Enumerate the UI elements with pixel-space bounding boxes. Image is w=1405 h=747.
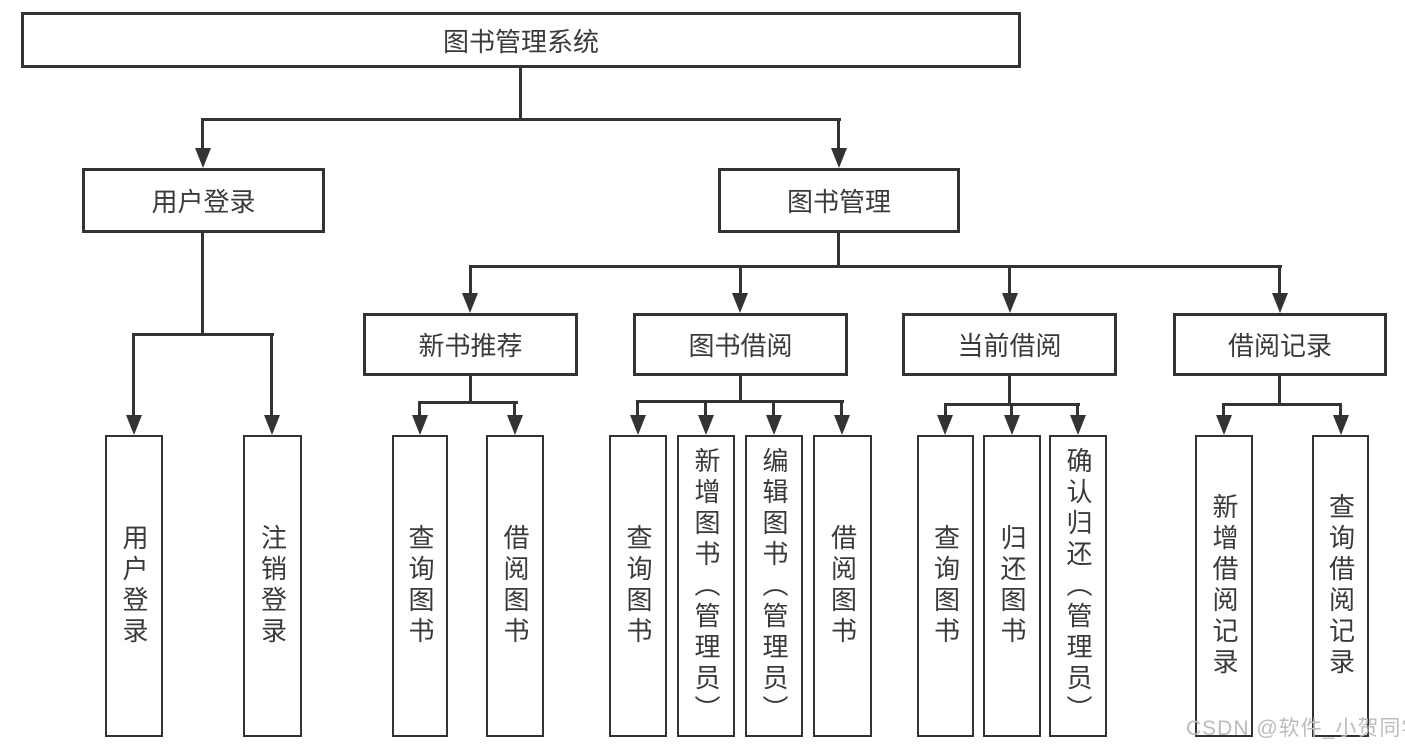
leaf-confirm-return-admin: 确认归还（管理员） bbox=[1049, 435, 1107, 737]
node-current-borrowing: 当前借阅 bbox=[902, 313, 1117, 376]
arrow-down-icon bbox=[462, 293, 478, 313]
node-book-management: 图书管理 bbox=[718, 168, 960, 233]
connector-line bbox=[1008, 265, 1011, 293]
leaf-label: 编辑图书（管理员） bbox=[759, 446, 789, 726]
arrow-down-icon bbox=[1216, 415, 1232, 435]
connector-line bbox=[201, 118, 204, 150]
node-library-system: 图书管理系统 bbox=[21, 12, 1021, 68]
connector-line bbox=[636, 400, 844, 403]
leaf-label: 新增图书（管理员） bbox=[691, 446, 721, 726]
connector-line bbox=[419, 401, 518, 404]
leaf-query-books-recommend: 查询图书 bbox=[392, 435, 448, 737]
arrow-down-icon bbox=[1333, 415, 1349, 435]
arrow-down-icon bbox=[834, 415, 850, 435]
leaf-query-books-borrowing: 查询图书 bbox=[609, 435, 667, 737]
leaf-label: 借阅图书 bbox=[827, 524, 858, 648]
leaf-edit-books-admin: 编辑图书（管理员） bbox=[745, 435, 803, 737]
connector-line bbox=[270, 333, 273, 415]
leaf-label: 注销登录 bbox=[257, 524, 288, 648]
connector-line bbox=[704, 400, 707, 415]
connector-line bbox=[739, 376, 742, 403]
leaf-user-login: 用户登录 bbox=[105, 435, 163, 737]
leaf-borrow-books: 借阅图书 bbox=[813, 435, 872, 737]
connector-line bbox=[837, 233, 840, 268]
connector-line bbox=[513, 401, 516, 415]
connector-line bbox=[1222, 403, 1225, 415]
leaf-query-borrow-record: 查询借阅记录 bbox=[1312, 435, 1369, 737]
arrow-down-icon bbox=[264, 415, 280, 435]
leaf-label: 查询图书 bbox=[623, 524, 653, 648]
leaf-label: 用户登录 bbox=[119, 524, 149, 648]
connector-line bbox=[837, 118, 840, 150]
arrow-down-icon bbox=[195, 148, 211, 168]
leaf-label: 确认归还（管理员） bbox=[1063, 446, 1093, 726]
connector-line bbox=[840, 400, 843, 415]
connector-line bbox=[418, 401, 421, 415]
connector-line bbox=[1010, 403, 1013, 415]
connector-line bbox=[469, 265, 1282, 268]
connector-line bbox=[133, 333, 274, 336]
arrow-down-icon bbox=[732, 293, 748, 313]
arrow-down-icon bbox=[507, 415, 523, 435]
connector-line bbox=[944, 403, 947, 415]
connector-line bbox=[519, 68, 522, 121]
leaf-label: 查询借阅记录 bbox=[1325, 493, 1356, 679]
arrow-down-icon bbox=[412, 415, 428, 435]
leaf-borrow-books-recommend: 借阅图书 bbox=[486, 435, 544, 737]
connector-line bbox=[1339, 403, 1342, 415]
node-book-borrowing: 图书借阅 bbox=[633, 313, 848, 376]
node-borrowing-records: 借阅记录 bbox=[1173, 313, 1387, 376]
arrow-down-icon bbox=[698, 415, 714, 435]
arrow-down-icon bbox=[1002, 293, 1018, 313]
leaf-query-books-current: 查询图书 bbox=[917, 435, 974, 737]
connector-line bbox=[469, 265, 472, 293]
arrow-down-icon bbox=[1004, 415, 1020, 435]
leaf-label: 归还图书 bbox=[997, 524, 1027, 648]
connector-line bbox=[1223, 403, 1342, 406]
arrow-down-icon bbox=[630, 415, 646, 435]
arrow-down-icon bbox=[126, 415, 142, 435]
leaf-add-borrow-record: 新增借阅记录 bbox=[1195, 435, 1253, 737]
connector-line bbox=[201, 118, 841, 121]
connector-line bbox=[201, 233, 204, 336]
connector-line bbox=[772, 400, 775, 415]
arrow-down-icon bbox=[831, 148, 847, 168]
arrow-down-icon bbox=[937, 415, 953, 435]
connector-line bbox=[1008, 376, 1011, 406]
connector-line bbox=[132, 333, 135, 415]
leaf-label: 借阅图书 bbox=[500, 524, 530, 648]
connector-line bbox=[1076, 403, 1079, 415]
connector-line bbox=[739, 265, 742, 293]
arrow-down-icon bbox=[1272, 293, 1288, 313]
arrow-down-icon bbox=[766, 415, 782, 435]
leaf-logout-login: 注销登录 bbox=[243, 435, 302, 737]
csdn-watermark: CSDN @软件_小贺同学 bbox=[1186, 717, 1405, 740]
leaf-add-books-admin: 新增图书（管理员） bbox=[677, 435, 735, 737]
connector-line bbox=[636, 400, 639, 415]
connector-line bbox=[1278, 265, 1281, 293]
node-new-book-recommend: 新书推荐 bbox=[363, 313, 578, 376]
leaf-label: 新增借阅记录 bbox=[1209, 493, 1239, 679]
leaf-label: 查询图书 bbox=[930, 524, 961, 648]
arrow-down-icon bbox=[1070, 415, 1086, 435]
leaf-return-books: 归还图书 bbox=[983, 435, 1041, 737]
node-user-login: 用户登录 bbox=[82, 168, 325, 233]
connector-line bbox=[1278, 376, 1281, 406]
connector-line bbox=[469, 376, 472, 404]
leaf-label: 查询图书 bbox=[405, 524, 435, 648]
